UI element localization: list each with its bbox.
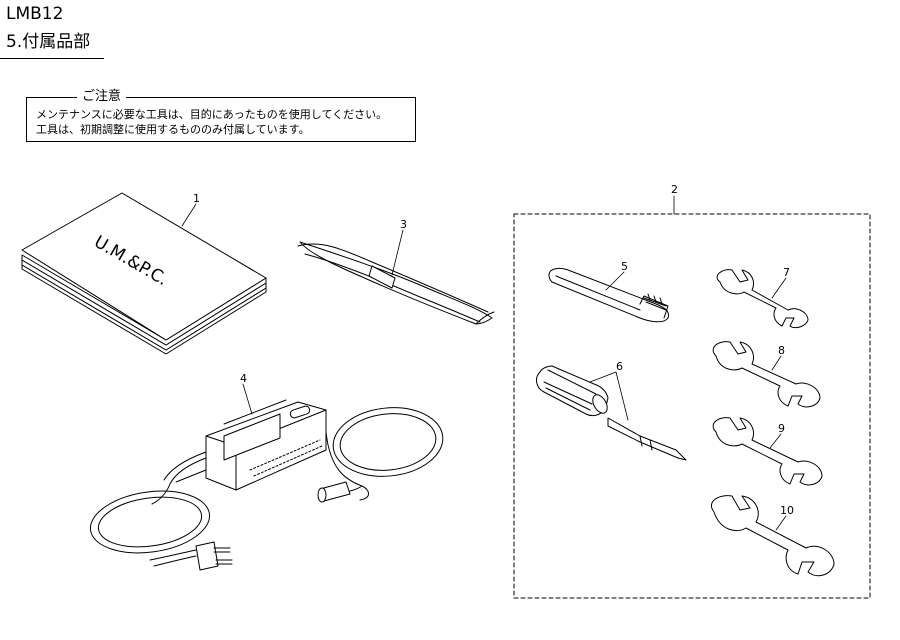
title-underline xyxy=(0,58,104,59)
notice-line-1: メンテナンスに必要な工具は、目的にあったものを使用してください。 xyxy=(36,108,388,121)
wrench-7 xyxy=(716,269,809,329)
leader-lines xyxy=(181,195,787,531)
callout-1: 1 xyxy=(193,192,200,205)
notice-box: ご注意 メンテナンスに必要な工具は、目的にあったものを使用してください。 工具は… xyxy=(26,88,416,142)
wrench-8 xyxy=(712,341,821,408)
callout-6: 6 xyxy=(616,360,623,373)
notice-title: ご注意 xyxy=(77,88,127,106)
callout-7: 7 xyxy=(783,266,790,279)
callout-4: 4 xyxy=(240,372,247,385)
wrench-9 xyxy=(712,417,823,486)
wrench-10 xyxy=(710,495,835,577)
callout-9: 9 xyxy=(778,422,785,435)
callout-5: 5 xyxy=(621,260,628,273)
callout-3: 3 xyxy=(400,218,407,231)
screwdriver xyxy=(536,365,687,461)
notice-line-2: 工具は、初期調整に使用するもののみ付属しています。 xyxy=(36,123,310,136)
tool-set-box xyxy=(513,213,871,599)
section-title: 5.付属品部 xyxy=(6,32,91,52)
model-title: LMB12 xyxy=(6,4,64,24)
cleaning-cloth xyxy=(297,241,495,325)
cleaning-brush xyxy=(548,268,669,323)
ac-adapter xyxy=(89,399,444,571)
callout-10: 10 xyxy=(780,504,794,517)
callout-2: 2 xyxy=(671,183,678,196)
manual-booklet: U.M.&P.C. xyxy=(21,192,267,355)
callout-8: 8 xyxy=(778,344,785,357)
